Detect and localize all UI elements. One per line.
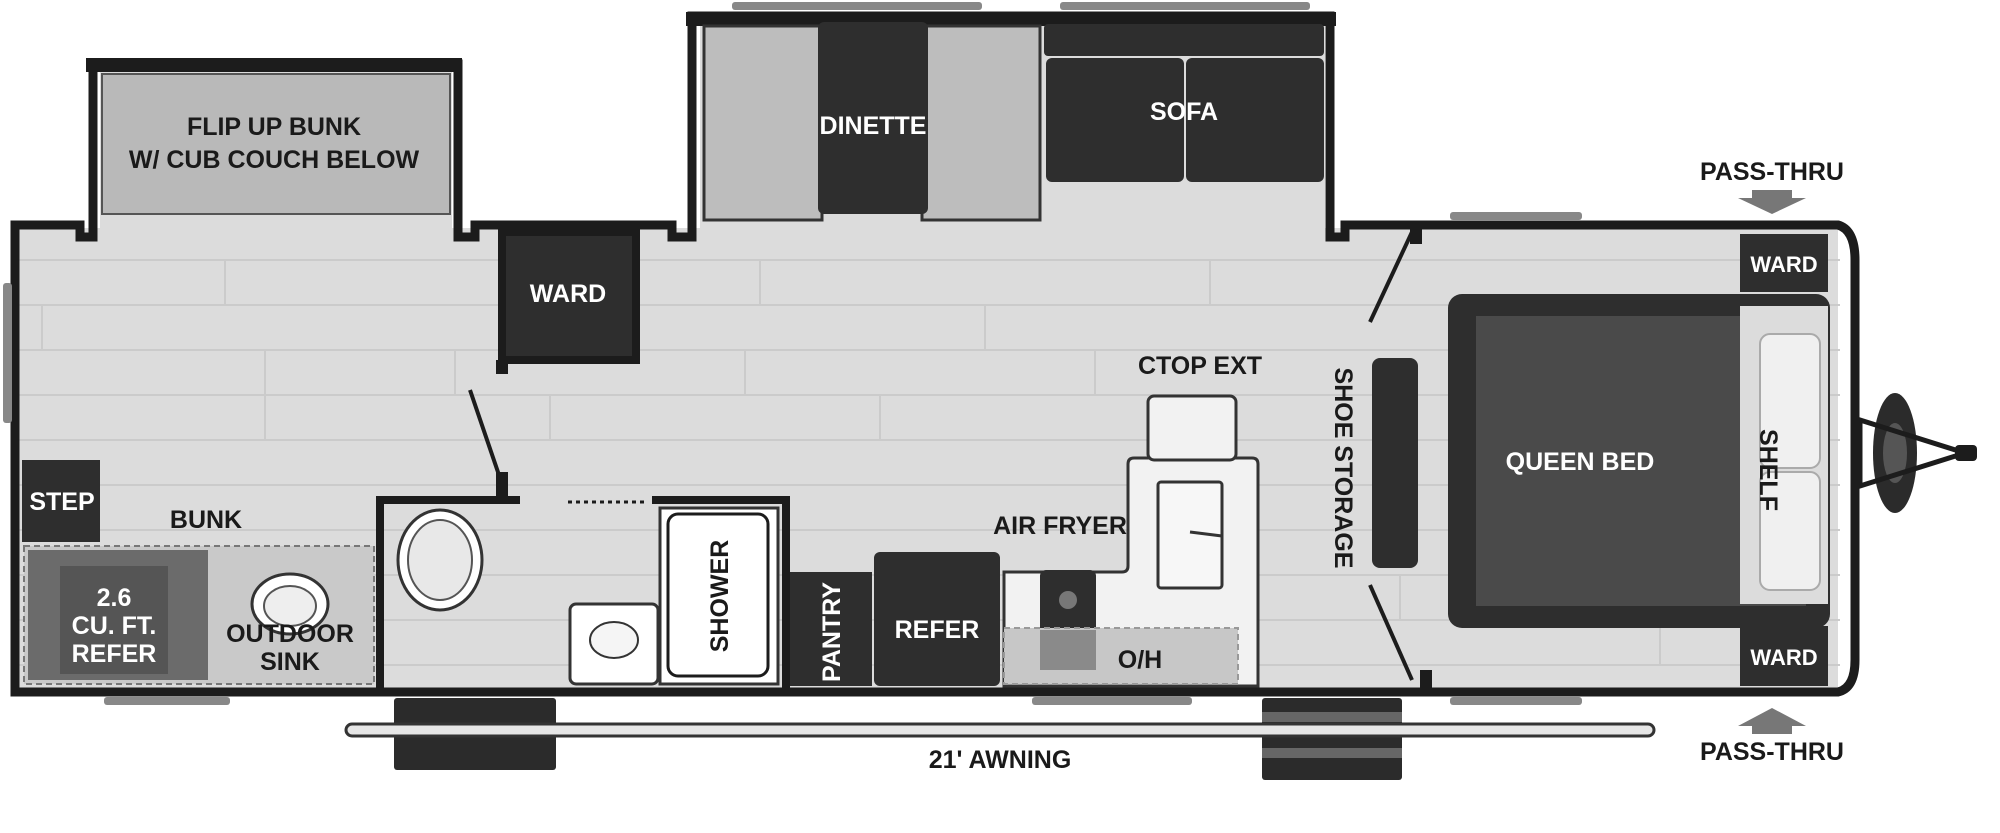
- bathroom: SHOWER: [376, 472, 790, 690]
- flip-bunk-label-1: FLIP UP BUNK: [187, 113, 361, 141]
- ward-bottom-label: WARD: [1750, 645, 1817, 670]
- hitch-icon: [1857, 393, 1977, 513]
- refrigerator: [874, 552, 1000, 686]
- shoe-storage: SHOE STORAGE: [1329, 358, 1418, 568]
- awning-label: 21' AWNING: [929, 746, 1072, 774]
- oh-label: O/H: [1118, 646, 1162, 674]
- sofa-label: SOFA: [1150, 98, 1218, 126]
- dinette: DINETTE: [702, 22, 1042, 222]
- pantry-label: PANTRY: [818, 582, 846, 682]
- arrow-up-icon: [1738, 708, 1806, 734]
- shelf-label: SHELF: [1754, 429, 1782, 511]
- pass-thru-top: PASS-THRU: [1700, 158, 1844, 214]
- ward-bottom-right: [1740, 626, 1828, 686]
- flip-bunk-label-2: W/ CUB COUCH BELOW: [129, 146, 420, 174]
- awning: 21' AWNING: [344, 698, 1656, 780]
- outdoor-sink-icon: [250, 572, 330, 636]
- ward-mid-label: WARD: [530, 280, 606, 308]
- pass-thru-bottom-label: PASS-THRU: [1700, 738, 1844, 766]
- ward-top-label: WARD: [1750, 252, 1817, 277]
- ward-mid: WARD: [496, 228, 640, 374]
- mini-refer-label-1: 2.6: [97, 584, 132, 612]
- shower: [658, 506, 780, 686]
- step-label: STEP: [29, 488, 94, 516]
- refer-label: REFER: [895, 616, 980, 644]
- shower-label: SHOWER: [706, 540, 734, 653]
- air-fryer-label: AIR FRYER: [993, 512, 1127, 540]
- shoe-storage-label: SHOE STORAGE: [1329, 368, 1357, 569]
- pass-thru-top-label: PASS-THRU: [1700, 158, 1844, 186]
- outdoor-kitchen: STEP BUNK 2.6 CU. FT. REFER OUTDOOR SINK: [22, 460, 375, 685]
- bunk-label: BUNK: [170, 506, 242, 534]
- bedroom: WARD WARD QUEEN BED SHELF: [1410, 226, 1830, 688]
- ward-top-right: [1740, 234, 1828, 292]
- pantry: [790, 572, 872, 686]
- dinette-label: DINETTE: [820, 112, 927, 140]
- wheel-right: [1262, 698, 1402, 780]
- pass-thru-bottom: PASS-THRU: [1700, 708, 1844, 766]
- mini-refer-label-3: REFER: [72, 640, 157, 668]
- outdoor-sink-label-1: OUTDOOR: [226, 620, 354, 648]
- flip-up-bunk: FLIP UP BUNK W/ CUB COUCH BELOW: [101, 73, 451, 215]
- counter-extension: [1146, 394, 1238, 462]
- outdoor-sink-label-2: SINK: [260, 648, 320, 676]
- mini-refer-label-2: CU. FT.: [72, 612, 157, 640]
- queen-bed-label: QUEEN BED: [1506, 448, 1655, 476]
- sofa: SOFA: [1044, 24, 1324, 182]
- arrow-down-icon: [1738, 190, 1806, 214]
- ctop-ext-label: CTOP EXT: [1138, 352, 1262, 380]
- awning-bar: [344, 722, 1656, 738]
- kitchen: PANTRY REFER CTOP EXT AIR FRYER O/H: [790, 352, 1262, 688]
- step: [22, 460, 100, 542]
- exterior-walls: [10, 11, 1860, 697]
